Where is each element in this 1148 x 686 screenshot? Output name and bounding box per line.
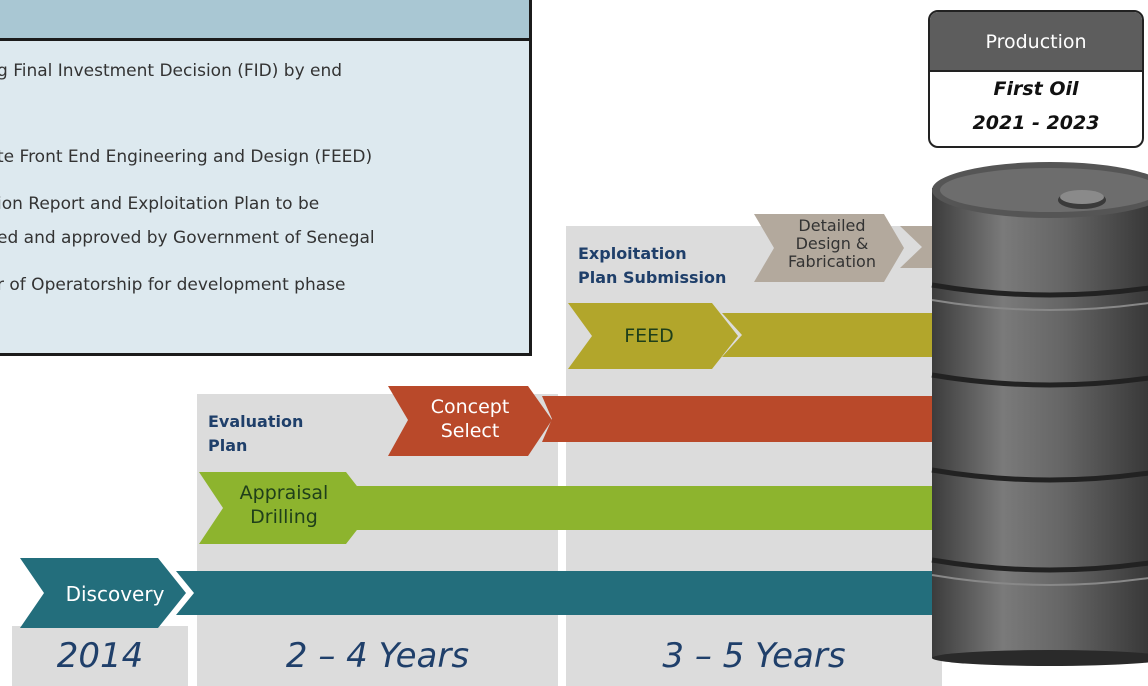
appraisal-drilling-label: Appraisal Drilling	[222, 482, 346, 530]
exploitation-plan-label: Exploitation Plan Submission	[578, 242, 726, 290]
evaluation-line-1: Evaluation	[208, 412, 304, 431]
feed-label: FEED	[624, 325, 674, 347]
discovery-label: Discovery	[65, 582, 165, 606]
concept-line-1: Concept	[430, 396, 510, 418]
appraisal-line-1: Appraisal	[239, 482, 329, 504]
detailed-design-label: Detailed Design & Fabrication	[772, 217, 892, 271]
info-line: te Front End Engineering and Design (FEE…	[0, 147, 373, 167]
concept-select-chevron	[388, 386, 552, 456]
evaluation-line-2: Plan	[208, 436, 248, 455]
first-oil-years: 2021 - 2023	[972, 112, 1100, 134]
year-label-2-4-years: 2 – 4 Years	[285, 636, 470, 676]
appraisal-drilling-chevron	[199, 472, 374, 544]
exploitation-line-1: Exploitation	[578, 244, 687, 263]
exploitation-line-2: Plan Submission	[578, 268, 727, 287]
column-2014-bg	[12, 626, 188, 686]
first-oil-text: First Oil	[993, 78, 1079, 100]
info-line: g Final Investment Decision (FID) by end	[0, 61, 343, 81]
detailed-line-2: Design &	[795, 233, 869, 253]
info-line: ion Report and Exploitation Plan to be	[0, 194, 320, 214]
info-line: ed and approved by Government of Senegal	[0, 228, 375, 248]
discovery-chevron	[20, 558, 186, 628]
appraisal-drilling-bar	[352, 486, 948, 530]
info-box-header	[0, 0, 529, 41]
production-title: Production	[985, 31, 1087, 53]
production-header: Production	[930, 12, 1142, 72]
discovery-bar	[176, 571, 948, 615]
info-box: g Final Investment Decision (FID) by end…	[0, 0, 532, 356]
year-label-3-5-years: 3 – 5 Years	[662, 636, 846, 676]
appraisal-line-2: Drilling	[250, 505, 318, 528]
feed-chevron	[568, 303, 738, 369]
year-label-2014: 2014	[56, 636, 144, 676]
concept-select-bar	[542, 396, 948, 442]
detailed-line-1: Detailed	[798, 216, 866, 235]
feed-bar	[722, 313, 948, 357]
detailed-line-3: Fabrication	[788, 251, 876, 271]
oil-barrel-icon	[931, 162, 1148, 666]
evaluation-plan-label: Evaluation Plan	[208, 410, 303, 458]
production-box: Production First Oil 2021 - 2023	[928, 10, 1144, 148]
detailed-design-chevron	[754, 214, 904, 282]
info-line: r of Operatorship for development phase	[0, 275, 346, 295]
concept-line-2: Select	[440, 419, 500, 442]
concept-select-label: Concept Select	[408, 396, 532, 444]
